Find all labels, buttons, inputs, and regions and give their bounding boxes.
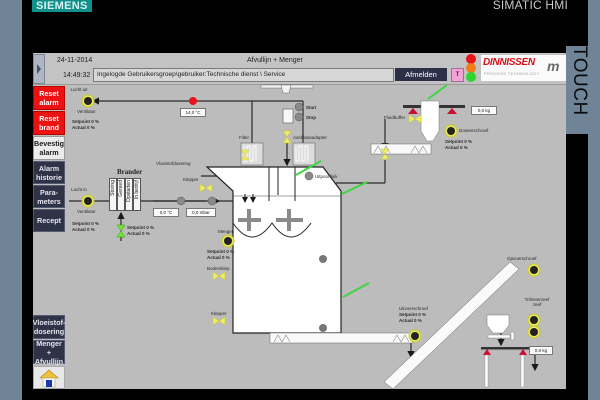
green-valve-icon — [116, 224, 126, 238]
temperature-alarm-icon — [189, 97, 197, 105]
logo-subtitle: PROCESS TECHNOLOGY — [484, 71, 540, 76]
menger-actual: Actual 0 % — [207, 255, 230, 260]
trilzeef-label: Trilmeerzeef zeef — [524, 297, 550, 307]
nav-expand-tab[interactable] — [33, 54, 45, 84]
ventilator-2-label: Ventilator — [77, 209, 96, 214]
doseerschroef-label: Doseerschroef — [459, 128, 489, 133]
ventilator-1-actual: Actual 0 % — [72, 125, 95, 130]
user-info-field: Ingelogde Gebruikersgroep\gebruiker:Tech… — [93, 68, 394, 82]
t-button[interactable]: T — [451, 68, 464, 82]
brander-status-opstarten: Opstarten — [125, 178, 133, 211]
mixer-vessel — [205, 166, 342, 334]
sensor-icons — [176, 102, 314, 206]
home-button[interactable] — [33, 366, 65, 389]
valve-icons — [199, 114, 422, 326]
screw-conveyors — [269, 143, 520, 389]
brander-status-in-bedrijf: In bedrijf — [133, 178, 141, 211]
filter-label: Filter — [239, 135, 249, 140]
touch-text: TOUCH — [569, 46, 590, 116]
alarm-historie-button[interactable]: Alarm historie — [33, 161, 65, 184]
time-display: 14:49:32 — [63, 72, 91, 79]
simatic-hmi-label: SIMATIC HMI — [492, 0, 568, 12]
menger-label: Menger — [218, 229, 234, 234]
lucht-uit-label: Lucht uit — [70, 87, 88, 92]
ventilator-2-actual: Actual 0 % — [72, 227, 95, 232]
dinnissen-logo: DINNISSEN PROCESS TECHNOLOGY m — [481, 55, 566, 81]
header-bar: 24-11-2014 14:49:32 Afvullijn + Menger I… — [33, 53, 566, 85]
top-weigh-hopper — [403, 100, 465, 142]
filter-units — [240, 142, 316, 166]
home-icon — [39, 369, 59, 388]
parameters-button[interactable]: Para- meters — [33, 185, 65, 208]
brander-status-storing: Storing — [109, 178, 117, 211]
logo-mark: m — [547, 58, 560, 74]
doseerschroef-setpoint: Setpoint 0 % — [445, 139, 473, 144]
klepper-1-label: Klepper — [183, 177, 199, 182]
menger-afvullijn-button[interactable]: Menger + Afvullijn — [33, 338, 65, 366]
recept-button[interactable]: Recept — [33, 209, 65, 232]
menger-setpoint: Setpoint 0 % — [207, 249, 235, 254]
status-lamp-red — [466, 54, 476, 64]
motor-icons — [81, 94, 541, 343]
date-display: 24-11-2014 — [57, 57, 93, 64]
uitvoerschroef-actual: Actual 0 % — [399, 318, 422, 323]
aanblaasadapter-label: Aanblaasadapter — [293, 135, 328, 140]
uitvoerschroef-setpoint: Setpoint 0 % — [399, 312, 427, 317]
logout-button[interactable]: Afmelden — [395, 68, 447, 81]
status-lamp-orange — [466, 63, 476, 73]
reset-brand-button[interactable]: Reset brand — [33, 111, 65, 135]
weight-top-value: 0,0 kg — [471, 106, 497, 115]
fluidbuffer-label: Fluidbuffer — [384, 115, 406, 120]
doseerschroef-actual: Actual 0 % — [445, 145, 468, 150]
cyclone-separator — [260, 84, 314, 124]
valve-setpoint: Setpoint 0 % — [127, 225, 155, 230]
bevestig-alarm-button[interactable]: Bevestig alarm — [33, 136, 65, 160]
start-label[interactable]: Start — [306, 105, 317, 110]
screen-title: Afvullijn + Menger — [247, 57, 303, 64]
weight-bottom-value: 0,0 kg — [529, 346, 553, 355]
level-indicators — [295, 84, 448, 298]
uitvoerschroef-label: Uitvoerschroef — [399, 306, 429, 311]
ventilator-1-label: Ventilator — [77, 109, 96, 114]
stop-label[interactable]: Stop — [306, 115, 316, 120]
reset-alarm-button[interactable]: Reset alarm — [33, 86, 65, 110]
valve-actual: Actual 0 % — [127, 231, 150, 236]
bodemklep-label: Bodemklep — [207, 266, 230, 271]
status-lamp-green — [466, 72, 476, 82]
brander-status-gereed: Gereed — [117, 178, 125, 211]
process-diagram — [69, 84, 541, 389]
lucht-in-label: Lucht in — [71, 187, 87, 192]
ventilator-1-setpoint: Setpoint 0 % — [72, 119, 100, 124]
vloeistofdosering-button[interactable]: Vloeistof- dosering — [33, 315, 65, 339]
hmi-screen: 24-11-2014 14:49:32 Afvullijn + Menger I… — [33, 53, 566, 389]
temperature-top-value: 14,0 °C — [180, 108, 206, 117]
opvoerschroef-label: Opvoerschroef — [507, 256, 537, 261]
siemens-logo: SIEMENS — [32, 0, 92, 12]
logo-brand: DINNISSEN — [483, 57, 535, 68]
klepper-2-label: Klepper — [211, 311, 227, 316]
temperature-brander-value: 0,0 °C — [153, 208, 179, 217]
sieve-unit — [481, 314, 541, 388]
pressure-value: 0,0 mbar — [186, 208, 216, 217]
uitpoorfluik-label: Uitpoorfluik — [315, 174, 338, 179]
ventilator-2-setpoint: Setpoint 0 % — [72, 221, 100, 226]
vloeistofdosering-label: Vloeistofdosering — [156, 161, 191, 166]
touch-label: TOUCH — [566, 46, 590, 134]
brander-title: Brander — [117, 168, 143, 176]
